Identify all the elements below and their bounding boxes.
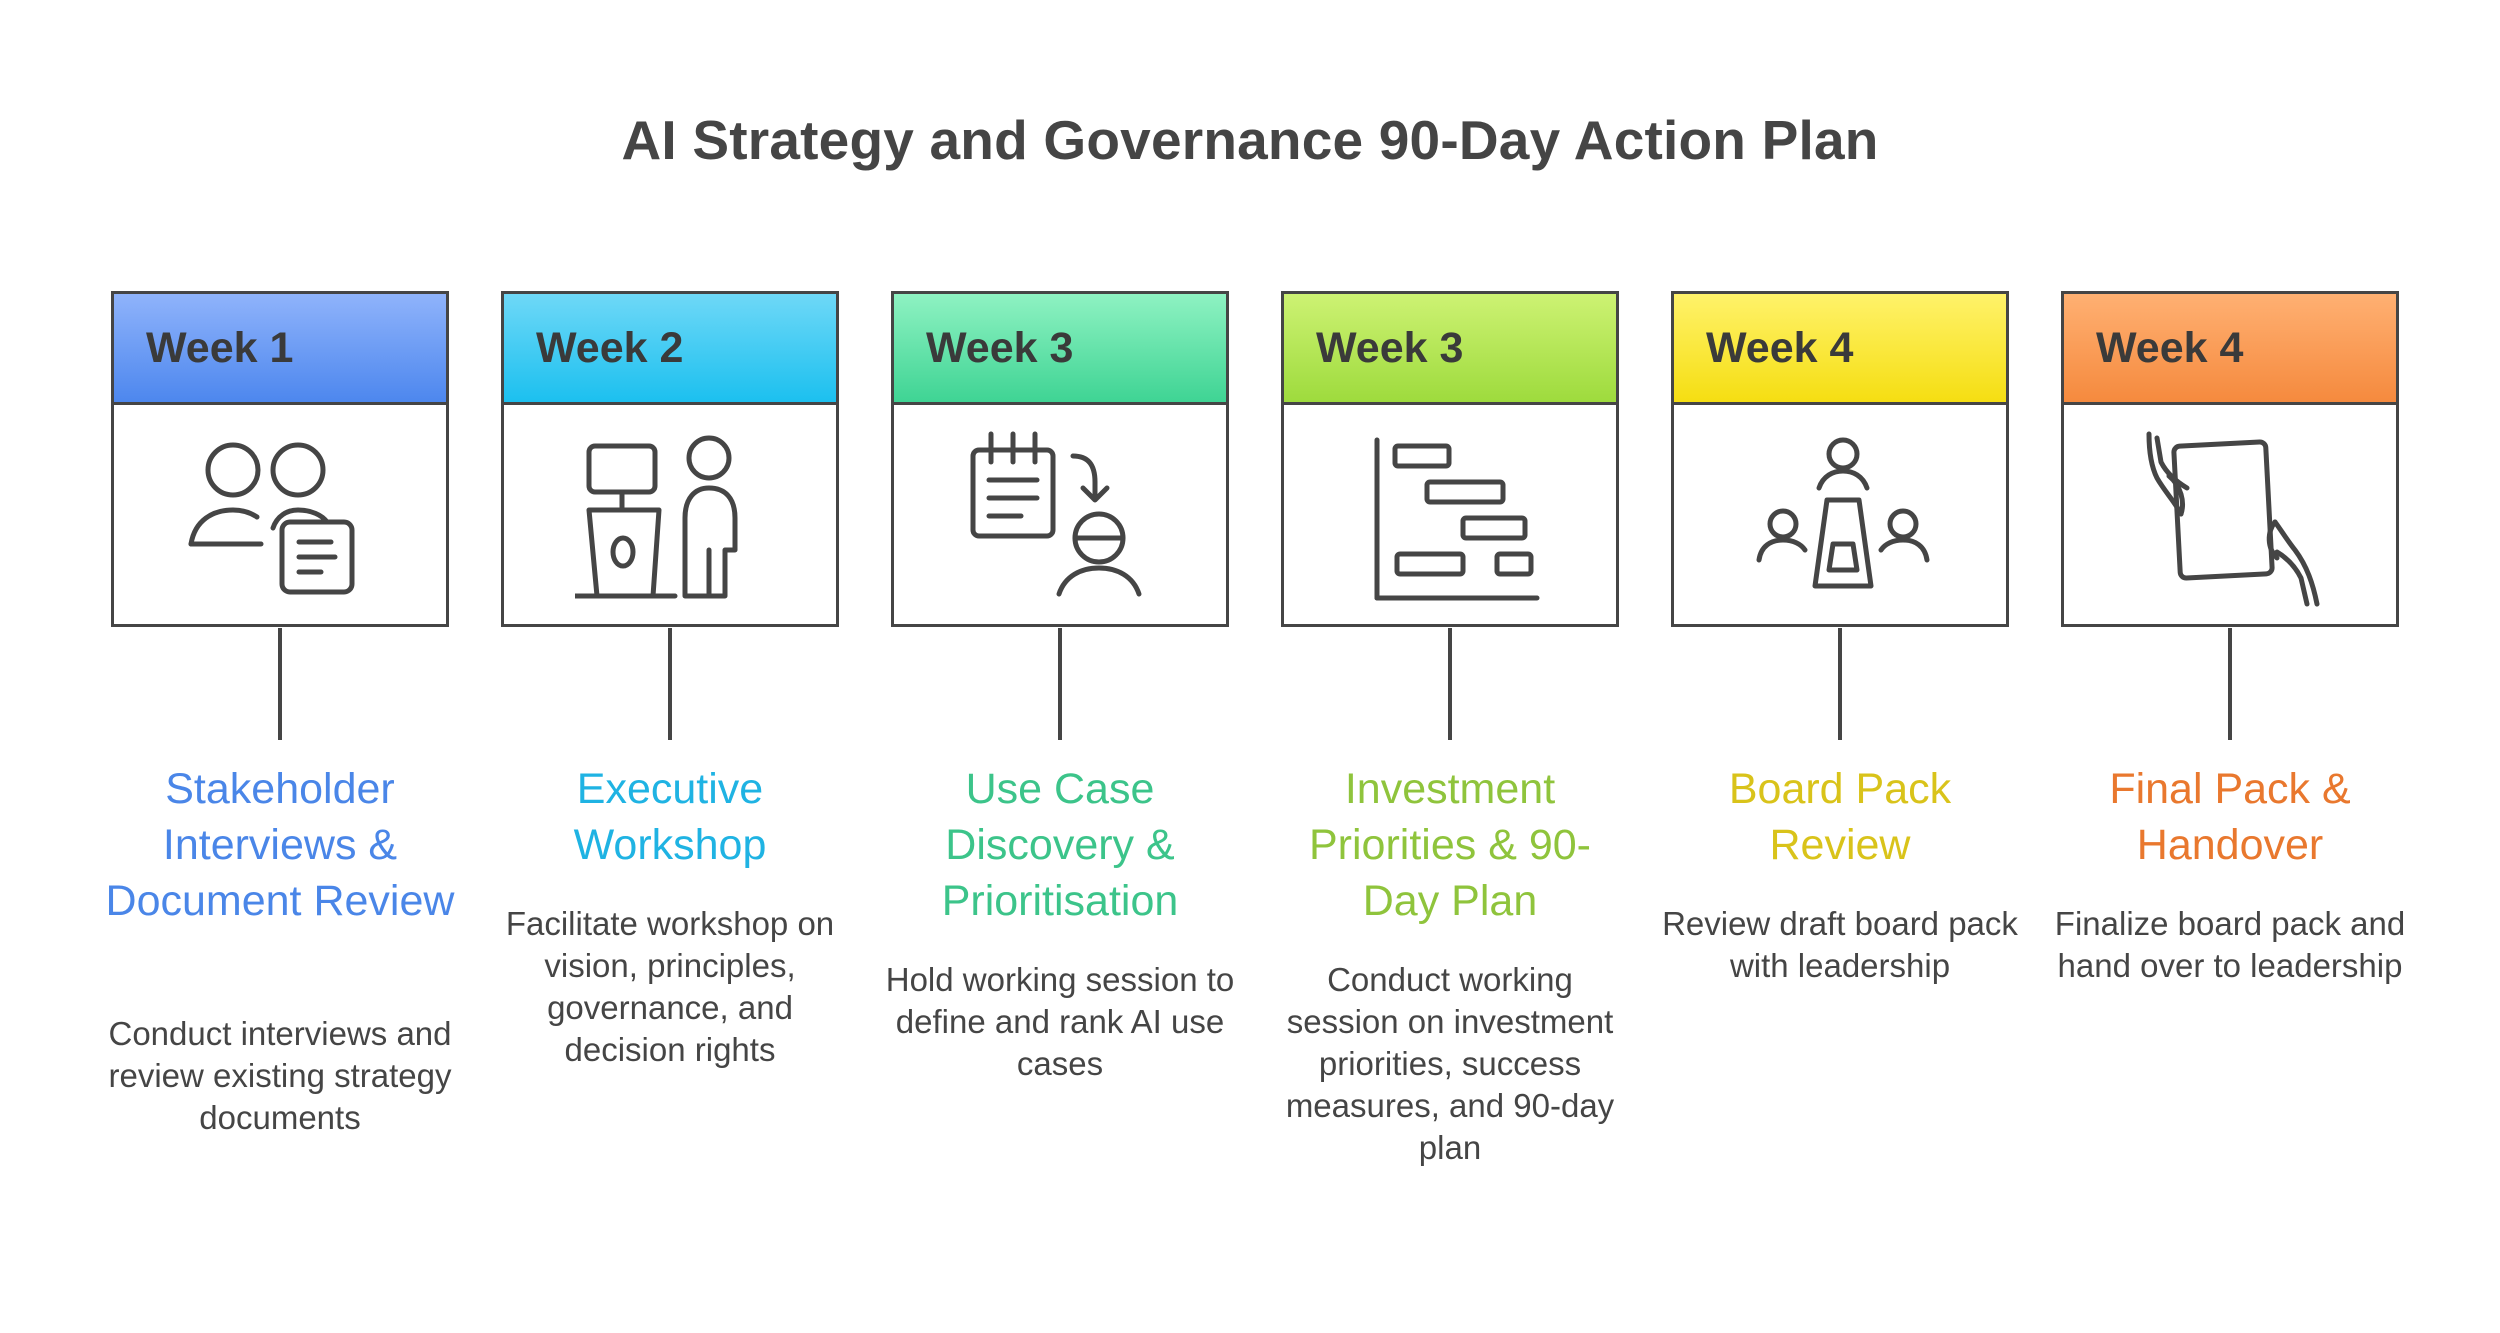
page-title: AI Strategy and Governance 90-Day Action… <box>621 109 1879 171</box>
connector-line <box>668 628 672 740</box>
card-header: Week 1 <box>114 294 446 405</box>
step-title: Investment Priorities & 90-Day Plan <box>1309 765 1591 925</box>
presenter-podium-icon <box>575 426 771 622</box>
week-label: Week 4 <box>2096 324 2244 372</box>
step-title: Final Pack & Handover <box>2109 765 2351 869</box>
week-label: Week 2 <box>536 324 684 372</box>
step-column-2: Week 2 Executive Workshop Facilitate wor… <box>501 291 839 1291</box>
step-card: Week 3 <box>891 291 1229 627</box>
step-title: Board Pack Review <box>1728 765 1952 869</box>
week-label: Week 3 <box>926 324 1074 372</box>
step-description: Conduct interviews and review existing s… <box>108 1015 452 1136</box>
gantt-chart-icon <box>1355 426 1551 622</box>
card-header: Week 3 <box>894 294 1226 405</box>
step-title: Stakeholder Interviews & Document Review <box>105 765 455 925</box>
step-column-3: Week 3 Use Case Discovery & Prioritisati… <box>886 291 1234 1291</box>
step-description: Facilitate workshop on vision, principle… <box>505 905 835 1068</box>
step-card: Week 1 <box>111 291 449 627</box>
step-description: Finalize board pack and hand over to lea… <box>2054 905 2406 984</box>
week-label: Week 3 <box>1316 324 1464 372</box>
connector-line <box>1058 628 1062 740</box>
step-card: Week 2 <box>501 291 839 627</box>
step-description: Conduct working session on investment pr… <box>1285 961 1615 1166</box>
step-column-5: Week 4 Board Pack Review Review draft bo… <box>1662 291 2018 1291</box>
boardroom-meeting-icon <box>1745 426 1941 622</box>
step-column-6: Week 4 Final Pack & Handover Finalize bo… <box>2055 291 2405 1291</box>
card-header: Week 3 <box>1284 294 1616 405</box>
step-card: Week 4 <box>1671 291 2009 627</box>
card-header: Week 4 <box>1674 294 2006 405</box>
step-description: Review draft board pack with leadership <box>1662 905 2018 984</box>
tablet-handover-icon <box>2135 426 2331 622</box>
connector-line <box>1838 628 1842 740</box>
step-title: Executive Workshop <box>573 765 767 869</box>
week-label: Week 4 <box>1706 324 1854 372</box>
card-header: Week 2 <box>504 294 836 405</box>
step-card: Week 3 <box>1281 291 1619 627</box>
connector-line <box>278 628 282 740</box>
card-header: Week 4 <box>2064 294 2396 405</box>
step-column-4: Week 3 Investment Priorities & 90-Day Pl… <box>1281 291 1619 1291</box>
step-column-1: Week 1 Stakeholder Interviews & Document… <box>106 291 454 1291</box>
week-label: Week 1 <box>146 324 294 372</box>
connector-line <box>2228 628 2232 740</box>
connector-line <box>1448 628 1452 740</box>
calendar-person-icon <box>965 426 1161 622</box>
step-title: Use Case Discovery & Prioritisation <box>941 765 1179 925</box>
stakeholders-document-icon <box>185 426 381 622</box>
step-card: Week 4 <box>2061 291 2399 627</box>
step-description: Hold working session to define and rank … <box>885 961 1235 1082</box>
